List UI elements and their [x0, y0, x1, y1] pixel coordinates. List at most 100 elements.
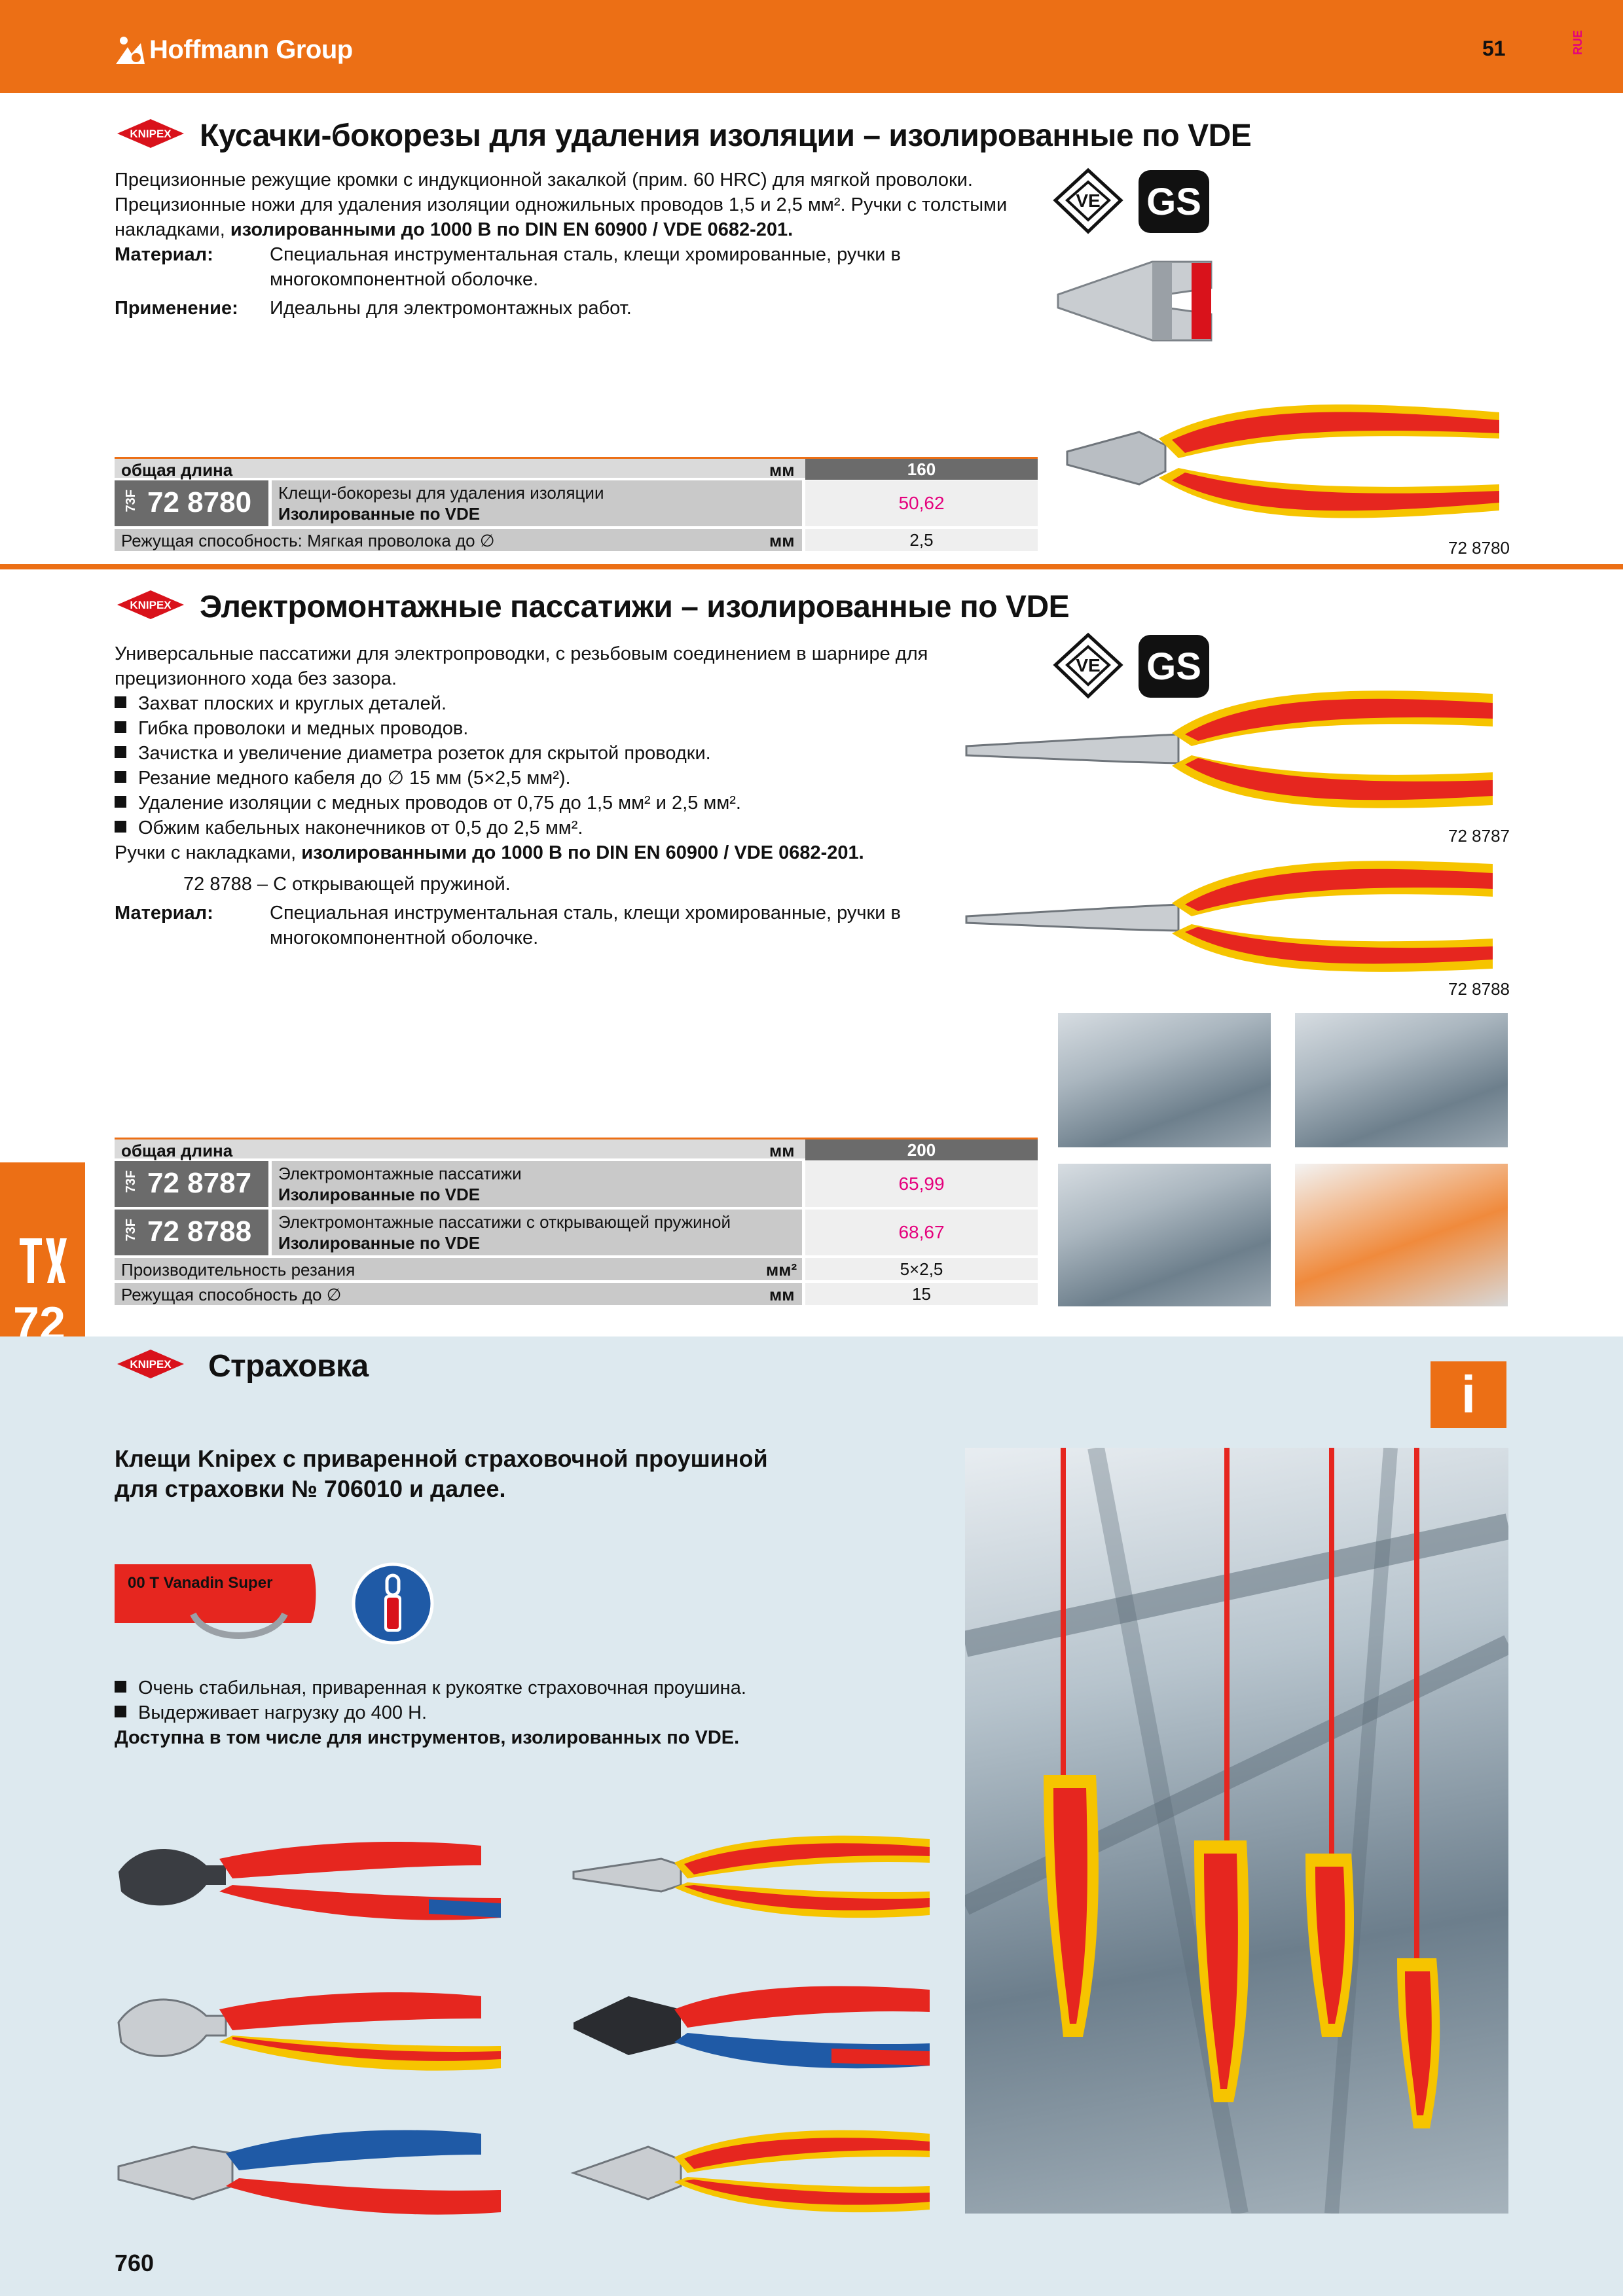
section2-title: Электромонтажные пассатижи – изолированн…	[200, 590, 1070, 624]
section2-intro-line: прецизионного хода без зазора.	[115, 668, 397, 689]
section1-title: Кусачки-бокорезы для удаления изоляции –…	[200, 118, 1252, 153]
bullet-icon	[115, 696, 126, 709]
table-row: Режущая способность до ∅ мм 15	[115, 1283, 1038, 1305]
steel-structure-background-image	[965, 1448, 1508, 2214]
svg-text:KNIPEX: KNIPEX	[130, 599, 172, 611]
list-item: Обжим кабельных наконечников от 0,5 до 2…	[115, 816, 1031, 840]
language-code: RUE	[1571, 30, 1584, 56]
bullet-icon	[115, 746, 126, 759]
section-divider	[0, 564, 1623, 569]
list-item: Захват плоских и круглых деталей.	[115, 691, 1031, 716]
knipex-logo-icon: KNIPEX	[117, 1350, 184, 1378]
table-header-label: общая длина	[121, 1141, 233, 1160]
knipex-logo-text: KNIPEX	[130, 128, 172, 140]
article-description-vde: Изолированные по VDE	[278, 504, 481, 524]
article-description: Электромонтажные пассатижи с открывающей…	[278, 1212, 731, 1232]
insulated-stripping-cutter-image	[1066, 404, 1499, 518]
cutting-capacity-unit: мм	[769, 1285, 795, 1304]
section3-headline: Клещи Knipex с приваренной страховочной …	[115, 1444, 768, 1504]
brand-name: Hoffmann Group	[149, 35, 353, 64]
table-row[interactable]: 73F 72 8787 Электромонтажные пассатижи И…	[115, 1161, 1038, 1207]
section2-intro-line: Универсальные пассатижи для электропрово…	[115, 643, 928, 664]
section1-application-label: Применение:	[115, 298, 238, 319]
electrician-pliers-728788-image	[965, 861, 1493, 972]
pliers-wrench-image	[117, 2130, 501, 2215]
article-description: Клещи-бокорезы для удаления изоляции	[278, 483, 604, 503]
vde-mark-icon: VE	[1053, 632, 1123, 699]
article-prefix: 73F	[124, 490, 138, 512]
cutting-capacity-value: 2,5	[805, 529, 1038, 551]
table-header-unit: мм	[769, 1141, 795, 1160]
usage-photo-socket	[1295, 1164, 1508, 1306]
section1-intro-line: Прецизионные ножи для удаления изоляции …	[115, 194, 1008, 215]
cutting-performance-label: Производительность резания	[121, 1260, 356, 1280]
svg-text:VE: VE	[1076, 190, 1100, 211]
cutting-capacity-unit: мм	[769, 531, 795, 550]
description-cell	[272, 480, 802, 526]
cutting-capacity-label: Режущая способность: Мягкая проволока до…	[121, 531, 495, 550]
variant-note: 72 8788 – С открывающей пружиной.	[183, 874, 511, 895]
cutter-head-closeup-image	[1057, 260, 1213, 342]
material-line: многокомпонентной оболочке.	[270, 927, 539, 948]
section3-title: Страховка	[208, 1349, 369, 1384]
cutting-capacity-value: 15	[805, 1283, 1038, 1305]
cutting-performance-value: 5×2,5	[805, 1258, 1038, 1280]
list-item: Удаление изоляции с медных проводов от 0…	[115, 791, 1031, 816]
table-header-label: общая длина	[121, 460, 233, 480]
tool-print-text: 00 T Vanadin Super	[128, 1574, 272, 1592]
article-number: 72 8788	[147, 1215, 252, 1247]
usage-photo-wire	[1295, 1013, 1508, 1147]
table-header-value: 200	[805, 1139, 1038, 1160]
table-header-row: общая длина мм 160	[115, 457, 1038, 480]
combination-pliers-image	[572, 1835, 930, 1918]
article-description: Электромонтажные пассатижи	[278, 1164, 522, 1183]
table-header-unit: мм	[769, 460, 795, 480]
section2-insulation-spec: изолированными до 1000 В по DIN EN 60900…	[301, 842, 864, 863]
material-line: Специальная инструментальная сталь, клещ…	[270, 903, 901, 924]
pliers-wrench-cobra-image	[119, 1842, 501, 1920]
section1-spec-table: общая длина мм 160 73F 72 8780 Клещи-бок…	[115, 457, 1038, 551]
bullet-icon	[115, 1706, 126, 1718]
page-number-top: 51	[1482, 37, 1506, 60]
material-line: Специальная инструментальная сталь, клещ…	[270, 244, 901, 265]
section1-intro: Прецизионные режущие кромки с индукционн…	[115, 168, 1044, 242]
section2-bullet-list: Захват плоских и круглых деталей. Гибка …	[115, 691, 1031, 865]
list-item: Очень стабильная, приваренная к рукоятке…	[115, 1676, 966, 1700]
section1-intro-line: накладками,	[115, 219, 230, 240]
list-item: Зачистка и увеличение диаметра розеток д…	[115, 741, 1031, 766]
diagonal-cutter-image	[570, 2130, 930, 2213]
svg-text:GS: GS	[1146, 181, 1201, 223]
article-prefix: 73F	[124, 1170, 138, 1193]
knipex-logo-icon: KNIPEX	[117, 590, 184, 619]
section1-intro-line: Прецизионные режущие кромки с индукционн…	[115, 170, 973, 190]
bullet-icon	[115, 821, 126, 833]
article-price: 68,67	[805, 1210, 1038, 1255]
electrician-pliers-728787-image	[965, 691, 1493, 808]
gs-mark-icon: GS	[1139, 635, 1209, 698]
bullet-icon	[115, 771, 126, 783]
table-row[interactable]: 73F 72 8780 Клещи-бокорезы для удаления …	[115, 480, 1038, 526]
section2-spec-table: общая длина мм 200 73F 72 8787 Электромо…	[115, 1138, 1038, 1305]
section2-material-text: Специальная инструментальная сталь, клещ…	[270, 901, 990, 950]
table-row: Производительность резания мм² 5×2,5	[115, 1258, 1038, 1280]
gs-mark-icon: GS	[1139, 170, 1209, 233]
list-item: Резание медного кабеля до ∅ 15 мм (5×2,5…	[115, 766, 1031, 791]
section1-insulation-spec: изолированными до 1000 В по DIN EN 60900…	[230, 219, 793, 240]
section2-intro: Универсальные пассатижи для электропрово…	[115, 641, 1031, 691]
material-line: многокомпонентной оболочке.	[270, 269, 539, 290]
table-header-value: 160	[805, 459, 1038, 480]
svg-text:GS: GS	[1146, 645, 1201, 688]
handles-text: Ручки с накладками,	[115, 842, 302, 863]
image-caption-728788: 72 8788	[1448, 979, 1510, 999]
article-number-cell	[115, 480, 268, 526]
tethered-tool-symbol-icon	[352, 1562, 434, 1645]
section1-material-label: Материал:	[115, 244, 213, 265]
table-header-row: общая длина мм 200	[115, 1138, 1038, 1160]
table-row[interactable]: 73F 72 8788 Электромонтажные пассатижи с…	[115, 1210, 1038, 1255]
cutting-performance-unit: мм²	[766, 1260, 797, 1280]
pliers-chapter-icon	[20, 1238, 67, 1283]
article-prefix: 73F	[124, 1219, 138, 1242]
bullet-icon	[115, 1681, 126, 1693]
bullet-icon	[115, 721, 126, 734]
svg-text:VE: VE	[1076, 655, 1100, 675]
